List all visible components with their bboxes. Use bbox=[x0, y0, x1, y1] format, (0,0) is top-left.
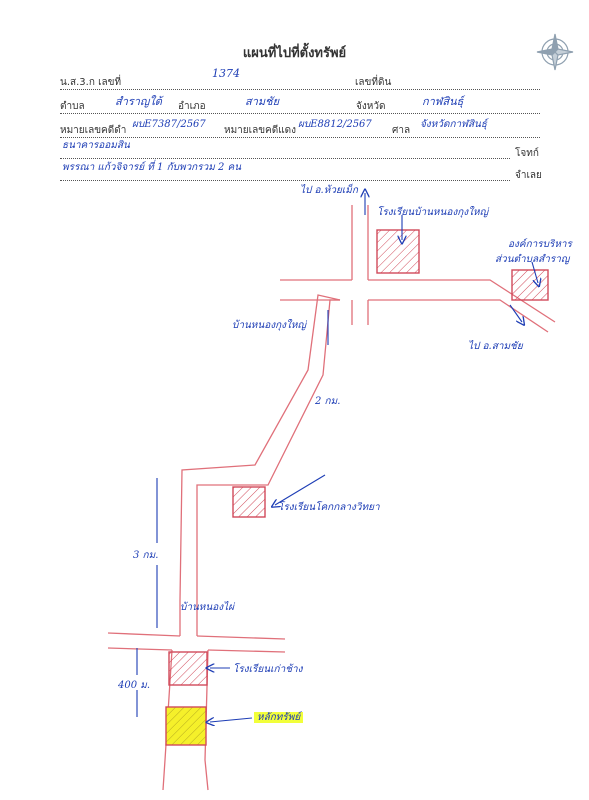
defendant-label: จำเลย bbox=[515, 170, 542, 181]
label-school-low: โรงเรียนเก่าช้าง bbox=[233, 664, 303, 675]
road-edge bbox=[204, 649, 209, 791]
road-edge bbox=[162, 649, 173, 791]
label-to-samchai: ไป อ.สามชัย bbox=[468, 341, 523, 352]
road-edge bbox=[196, 635, 286, 640]
road-edge bbox=[179, 294, 341, 601]
deed-label: น.ส.3.ก เลขที่ bbox=[60, 77, 122, 88]
office-pointer bbox=[531, 261, 538, 283]
court-value: จังหวัดกาฬสินธุ์ bbox=[420, 119, 487, 130]
school-top-building bbox=[376, 229, 420, 274]
road-edge bbox=[107, 632, 181, 637]
road-edge bbox=[472, 279, 556, 323]
school-low-building bbox=[168, 651, 208, 686]
label-school-mid: โรงเรียนโคกกลางวิทยา bbox=[278, 502, 380, 513]
label-property: หลักทรัพย์ bbox=[254, 710, 304, 725]
court-label: ศาล bbox=[392, 125, 411, 136]
black-case-label: หมายเลขคดีดำ bbox=[60, 125, 127, 136]
label-dist-2km: 2 กม. bbox=[315, 396, 341, 407]
form-line bbox=[60, 113, 540, 114]
label-school-top: โรงเรียนบ้านหนองกุงใหญ่ bbox=[377, 207, 489, 218]
road-edge bbox=[478, 299, 549, 333]
samchai-arrow bbox=[509, 304, 522, 322]
deed-value: 1374 bbox=[212, 67, 240, 80]
plaintiff-label: โจทก์ bbox=[515, 148, 539, 159]
property-parcel bbox=[165, 706, 207, 746]
label-dist-3km: 3 กม. bbox=[133, 550, 159, 561]
province-label: จังหวัด bbox=[356, 101, 386, 112]
property-highlight: หลักทรัพย์ bbox=[254, 712, 304, 723]
subdistrict-value: สำราญใต้ bbox=[115, 95, 162, 108]
province-value: กาฬสินธุ์ bbox=[422, 95, 464, 108]
subdistrict-label: ตำบล bbox=[60, 101, 85, 112]
label-village-nongphai: บ้านหนองไผ่ bbox=[180, 602, 235, 613]
label-office-2: ส่วนตำบลสำราญ bbox=[495, 254, 570, 265]
label-to-huaimek: ไป อ.ห้วยเม็ก bbox=[300, 185, 358, 196]
form-line bbox=[60, 158, 510, 159]
district-label: อำเภอ bbox=[178, 101, 206, 112]
map-title: แผนที่ไปที่ตั้งทรัพย์ bbox=[242, 46, 347, 61]
black-case-value: ผบE7387/2567 bbox=[132, 119, 206, 130]
road-edge bbox=[196, 299, 340, 600]
land-no-label: เลขที่ดิน bbox=[355, 77, 392, 88]
plaintiff-value: ธนาคารออมสิน bbox=[62, 140, 130, 151]
form-line bbox=[60, 137, 540, 138]
district-value: สามชัย bbox=[245, 95, 280, 108]
red-case-value: ผบE8812/2567 bbox=[298, 119, 372, 130]
label-village-nongkung: บ้านหนองกุงใหญ่ bbox=[232, 320, 307, 331]
defendant-value: พรรณา แก้วจิจารย์ ที่ 1 กับพวกรวม 2 คน bbox=[62, 162, 242, 173]
roads bbox=[107, 205, 556, 791]
property-pointer bbox=[210, 718, 253, 722]
road-edge bbox=[207, 649, 286, 653]
school-mid-building bbox=[232, 486, 266, 518]
school-mid-pointer bbox=[275, 474, 326, 505]
red-case-label: หมายเลขคดีแดง bbox=[224, 125, 297, 136]
road-edge bbox=[107, 647, 173, 651]
label-dist-400m: 400 ม. bbox=[118, 680, 151, 691]
label-office-1: องค์การบริหาร bbox=[508, 239, 572, 250]
office-building bbox=[511, 269, 549, 301]
form-line bbox=[60, 180, 510, 181]
form-line bbox=[60, 89, 540, 90]
